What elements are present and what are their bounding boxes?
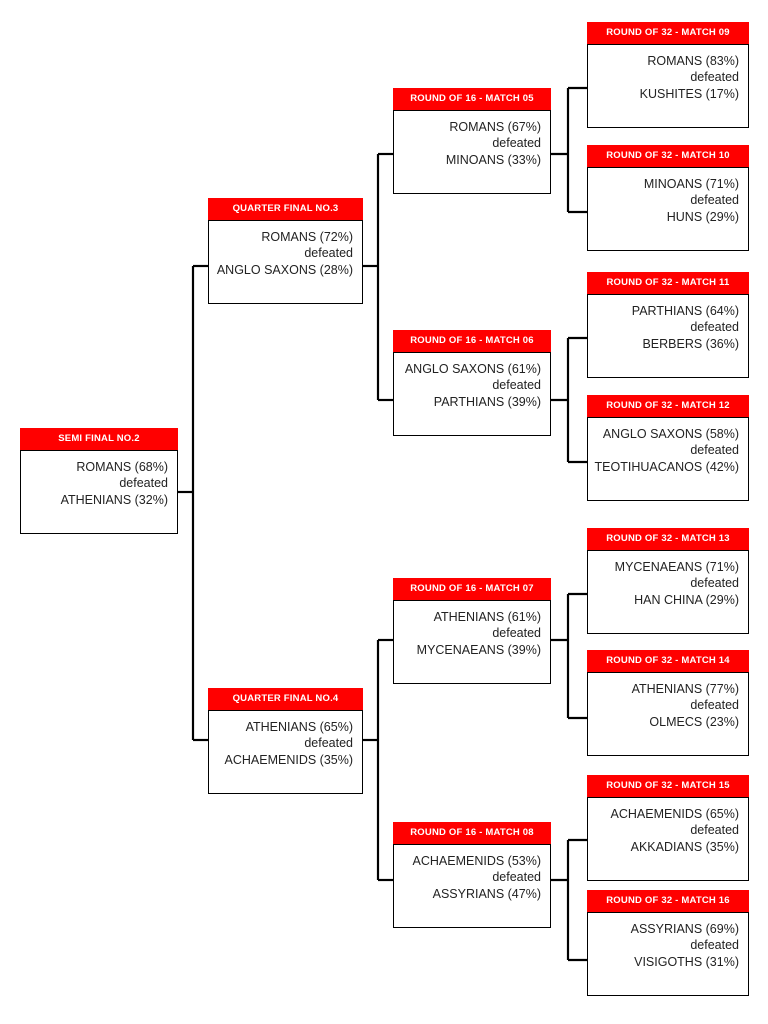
match-verb: defeated (690, 70, 739, 85)
match-header-round16-06: ROUND OF 16 - MATCH 06 (393, 330, 551, 352)
match-loser: ANGLO SAXONS (28%) (216, 263, 353, 278)
match-header-quarter-final-3: QUARTER FINAL NO.3 (208, 198, 363, 220)
match-loser: ACHAEMENIDS (35%) (224, 753, 354, 768)
match-winner: ROMANS (68%) (76, 459, 168, 474)
match-loser: PARTHIANS (39%) (433, 395, 541, 410)
match-header-round16-07: ROUND OF 16 - MATCH 07 (393, 578, 551, 600)
match-round16-08[interactable]: ROUND OF 16 - MATCH 08 ACHAEMENIDS (53%)… (393, 822, 551, 928)
match-winner: MINOANS (71%) (643, 176, 739, 191)
match-result-round32-12: ANGLO SAXONS (58%) defeated TEOTIHUACANO… (587, 416, 749, 501)
match-loser: AKKADIANS (35%) (630, 840, 739, 855)
match-loser: ATHENIANS (32%) (60, 493, 168, 508)
match-round16-06[interactable]: ROUND OF 16 - MATCH 06 ANGLO SAXONS (61%… (393, 330, 551, 436)
match-loser: HAN CHINA (29%) (634, 593, 739, 608)
match-loser: HUNS (29%) (666, 210, 739, 225)
match-result-quarter-final-4: ATHENIANS (65%) defeated ACHAEMENIDS (35… (208, 709, 363, 794)
match-header-round32-13: ROUND OF 32 - MATCH 13 (587, 528, 749, 550)
match-header-round32-12: ROUND OF 32 - MATCH 12 (587, 395, 749, 417)
match-winner: MYCENAEANS (71%) (614, 559, 739, 574)
match-loser: KUSHITES (17%) (639, 87, 739, 102)
match-loser: ASSYRIANS (47%) (432, 887, 541, 902)
match-round32-13[interactable]: ROUND OF 32 - MATCH 13 MYCENAEANS (71%) … (587, 528, 749, 634)
match-winner: ATHENIANS (61%) (433, 609, 541, 624)
match-verb: defeated (690, 193, 739, 208)
match-header-round32-14: ROUND OF 32 - MATCH 14 (587, 650, 749, 672)
match-quarter-final-3[interactable]: QUARTER FINAL NO.3 ROMANS (72%) defeated… (208, 198, 363, 304)
match-result-round16-08: ACHAEMENIDS (53%) defeated ASSYRIANS (47… (393, 843, 551, 928)
match-header-semi-final-2: SEMI FINAL NO.2 (20, 428, 178, 450)
match-verb: defeated (492, 870, 541, 885)
match-result-round32-15: ACHAEMENIDS (65%) defeated AKKADIANS (35… (587, 796, 749, 881)
match-winner: ROMANS (72%) (261, 229, 353, 244)
match-header-round16-05: ROUND OF 16 - MATCH 05 (393, 88, 551, 110)
match-header-quarter-final-4: QUARTER FINAL NO.4 (208, 688, 363, 710)
match-result-round32-11: PARTHIANS (64%) defeated BERBERS (36%) (587, 293, 749, 378)
match-round32-14[interactable]: ROUND OF 32 - MATCH 14 ATHENIANS (77%) d… (587, 650, 749, 756)
match-round32-09[interactable]: ROUND OF 32 - MATCH 09 ROMANS (83%) defe… (587, 22, 749, 128)
match-verb: defeated (304, 246, 353, 261)
match-verb: defeated (119, 476, 168, 491)
match-verb: defeated (492, 136, 541, 151)
match-verb: defeated (690, 823, 739, 838)
match-round16-05[interactable]: ROUND OF 16 - MATCH 05 ROMANS (67%) defe… (393, 88, 551, 194)
match-round32-10[interactable]: ROUND OF 32 - MATCH 10 MINOANS (71%) def… (587, 145, 749, 251)
match-winner: ASSYRIANS (69%) (630, 921, 739, 936)
match-loser: TEOTIHUACANOS (42%) (594, 460, 739, 475)
match-header-round16-08: ROUND OF 16 - MATCH 08 (393, 822, 551, 844)
match-round16-07[interactable]: ROUND OF 16 - MATCH 07 ATHENIANS (61%) d… (393, 578, 551, 684)
match-loser: MINOANS (33%) (445, 153, 541, 168)
match-result-quarter-final-3: ROMANS (72%) defeated ANGLO SAXONS (28%) (208, 219, 363, 304)
match-verb: defeated (690, 320, 739, 335)
match-winner: ACHAEMENIDS (53%) (412, 853, 542, 868)
match-result-round32-16: ASSYRIANS (69%) defeated VISIGOTHS (31%) (587, 911, 749, 996)
match-verb: defeated (690, 443, 739, 458)
match-header-round32-16: ROUND OF 32 - MATCH 16 (587, 890, 749, 912)
match-header-round32-10: ROUND OF 32 - MATCH 10 (587, 145, 749, 167)
match-result-round32-09: ROMANS (83%) defeated KUSHITES (17%) (587, 43, 749, 128)
match-verb: defeated (690, 698, 739, 713)
match-winner: ATHENIANS (65%) (245, 719, 353, 734)
match-round32-12[interactable]: ROUND OF 32 - MATCH 12 ANGLO SAXONS (58%… (587, 395, 749, 501)
match-result-round16-05: ROMANS (67%) defeated MINOANS (33%) (393, 109, 551, 194)
match-header-round32-09: ROUND OF 32 - MATCH 09 (587, 22, 749, 44)
match-result-round16-07: ATHENIANS (61%) defeated MYCENAEANS (39%… (393, 599, 551, 684)
match-verb: defeated (492, 626, 541, 641)
match-winner: ROMANS (67%) (449, 119, 541, 134)
match-result-round32-13: MYCENAEANS (71%) defeated HAN CHINA (29%… (587, 549, 749, 634)
match-verb: defeated (690, 576, 739, 591)
match-verb: defeated (492, 378, 541, 393)
match-loser: MYCENAEANS (39%) (416, 643, 541, 658)
match-result-round16-06: ANGLO SAXONS (61%) defeated PARTHIANS (3… (393, 351, 551, 436)
match-winner: ANGLO SAXONS (61%) (404, 361, 541, 376)
match-header-round32-15: ROUND OF 32 - MATCH 15 (587, 775, 749, 797)
match-winner: ANGLO SAXONS (58%) (602, 426, 739, 441)
match-round32-15[interactable]: ROUND OF 32 - MATCH 15 ACHAEMENIDS (65%)… (587, 775, 749, 881)
match-winner: PARTHIANS (64%) (631, 303, 739, 318)
match-quarter-final-4[interactable]: QUARTER FINAL NO.4 ATHENIANS (65%) defea… (208, 688, 363, 794)
match-semi-final-2[interactable]: SEMI FINAL NO.2 ROMANS (68%) defeated AT… (20, 428, 178, 534)
match-winner: ATHENIANS (77%) (631, 681, 739, 696)
match-result-semi-final-2: ROMANS (68%) defeated ATHENIANS (32%) (20, 449, 178, 534)
match-winner: ACHAEMENIDS (65%) (610, 806, 740, 821)
match-winner: ROMANS (83%) (647, 53, 739, 68)
match-verb: defeated (304, 736, 353, 751)
match-loser: BERBERS (36%) (642, 337, 739, 352)
match-result-round32-14: ATHENIANS (77%) defeated OLMECS (23%) (587, 671, 749, 756)
match-result-round32-10: MINOANS (71%) defeated HUNS (29%) (587, 166, 749, 251)
match-loser: OLMECS (23%) (649, 715, 739, 730)
match-round32-16[interactable]: ROUND OF 32 - MATCH 16 ASSYRIANS (69%) d… (587, 890, 749, 996)
match-round32-11[interactable]: ROUND OF 32 - MATCH 11 PARTHIANS (64%) d… (587, 272, 749, 378)
match-verb: defeated (690, 938, 739, 953)
match-loser: VISIGOTHS (31%) (634, 955, 739, 970)
match-header-round32-11: ROUND OF 32 - MATCH 11 (587, 272, 749, 294)
